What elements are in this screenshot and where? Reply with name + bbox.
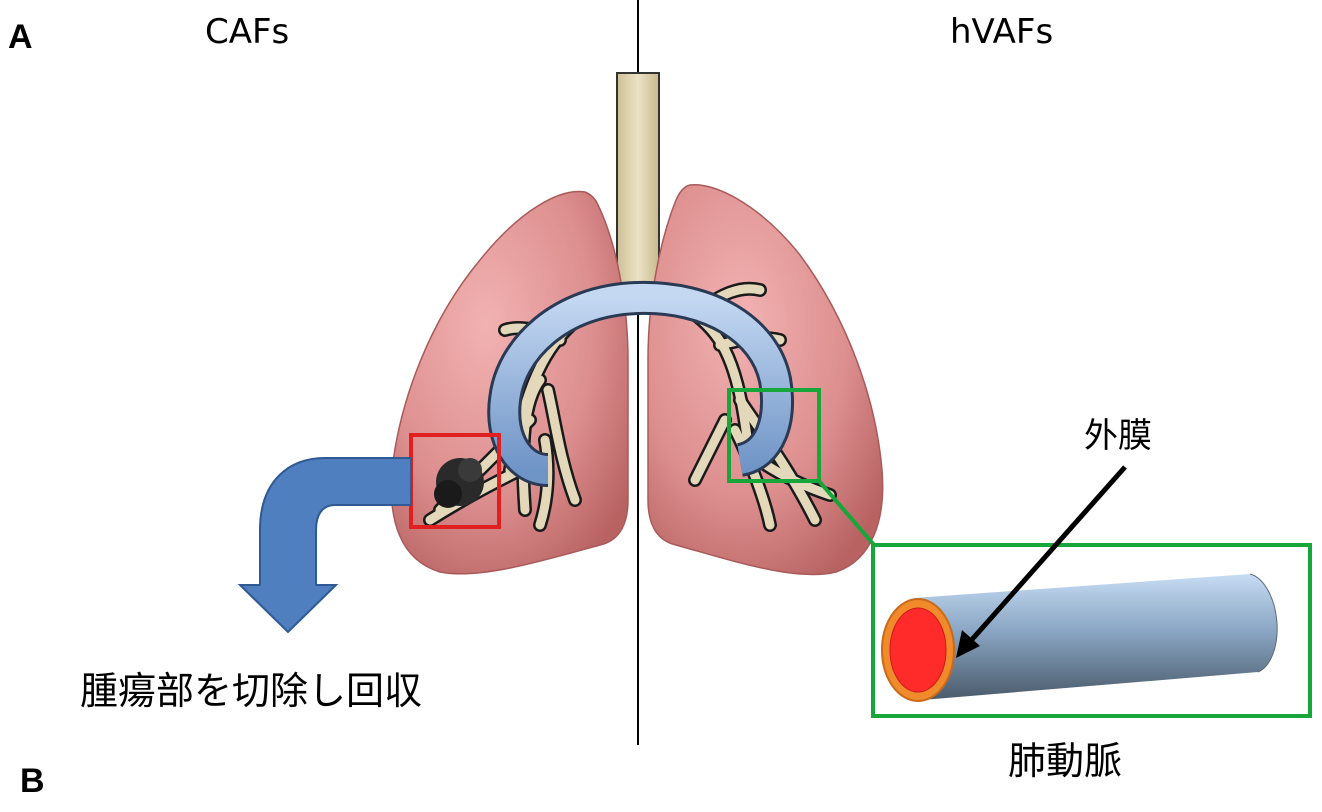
left-title: CAFs xyxy=(205,12,289,52)
trachea xyxy=(617,73,659,283)
extraction-arrow xyxy=(240,458,411,632)
vessel-cylinder xyxy=(882,574,1277,701)
artery-label: 肺動脈 xyxy=(1008,730,1122,785)
panel-letter-a: A xyxy=(8,18,33,57)
right-title: hVAFs xyxy=(950,12,1053,52)
panel-letter-b: B xyxy=(20,762,45,801)
left-caption: 腫瘍部を切除し回収 xyxy=(80,660,422,715)
adventitia-label: 外膜 xyxy=(1084,408,1152,457)
